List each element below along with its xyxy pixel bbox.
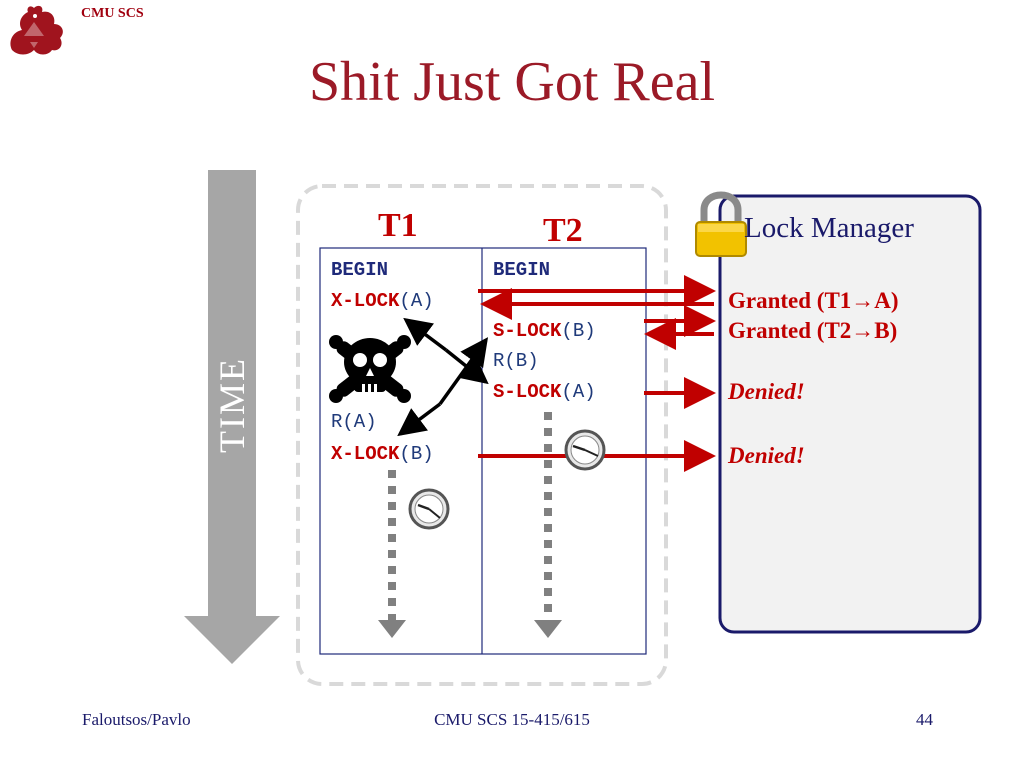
dragon-logo-icon: [10, 5, 63, 55]
response-granted-t2-b: Granted (T2→B): [728, 318, 898, 343]
time-label: TIME: [212, 357, 252, 453]
t2-label: T2: [543, 212, 583, 249]
t2-op-slock-b-arg: (B): [561, 320, 596, 342]
t2-wait-arrow: [534, 412, 562, 638]
t1-wait-arrow: [378, 470, 406, 638]
padlock-icon: [695, 191, 747, 257]
slide-title: Shit Just Got Real: [308, 51, 716, 113]
skull-crossbones-icon: [329, 335, 411, 403]
t2-op-begin: BEGIN: [493, 261, 550, 280]
t2-op-slock-a: S-LOCK(A): [493, 383, 596, 402]
t1-op-xlock-b-keyword: X-LOCK: [331, 443, 400, 465]
t2-op-begin-keyword: BEGIN: [493, 259, 551, 281]
t2-op-read-b-arg: (B): [504, 350, 539, 372]
response-granted-t1-a: Granted (T1→A): [728, 288, 899, 313]
t2-op-slock-b-keyword: S-LOCK: [493, 320, 562, 342]
t1-op-xlock-a: X-LOCK(A): [331, 292, 434, 311]
response-denied-t1-b: Denied!: [728, 443, 805, 468]
t1-label: T1: [378, 207, 418, 244]
t1-op-xlock-b-arg: (B): [399, 443, 434, 465]
deadlock-cross-arrows: [397, 317, 489, 437]
t2-op-slock-a-keyword: S-LOCK: [493, 381, 562, 403]
t1-op-begin-keyword: BEGIN: [331, 259, 389, 281]
lock-manager-title: Lock Manager: [744, 212, 914, 244]
t2-op-slock-a-arg: (A): [561, 381, 596, 403]
t2-clock-icon: [564, 429, 606, 471]
t2-op-read-b: R(B): [493, 352, 539, 371]
t2-op-read-b-keyword: R: [493, 350, 505, 372]
t1-clock-icon: [408, 488, 450, 530]
t1-op-read-a-keyword: R: [331, 411, 343, 433]
footer-page-number: 44: [916, 710, 933, 729]
transaction-frame: [296, 184, 668, 686]
t1-op-read-a-arg: (A): [342, 411, 377, 433]
t1-op-xlock-a-arg: (A): [399, 290, 434, 312]
t1-op-xlock-a-keyword: X-LOCK: [331, 290, 400, 312]
t1-op-xlock-b: X-LOCK(B): [331, 445, 434, 464]
header-org-label: CMU SCS: [81, 6, 144, 21]
response-denied-t2-a: Denied!: [728, 379, 805, 404]
time-arrow: [184, 170, 280, 664]
t1-op-begin: BEGIN: [331, 261, 388, 280]
footer-author: Faloutsos/Pavlo: [82, 710, 191, 729]
t2-op-slock-b: S-LOCK(B): [493, 322, 596, 341]
footer-course: CMU SCS 15-415/615: [434, 710, 590, 729]
t1-op-read-a: R(A): [331, 413, 377, 432]
lock-manager-box: [718, 194, 982, 634]
